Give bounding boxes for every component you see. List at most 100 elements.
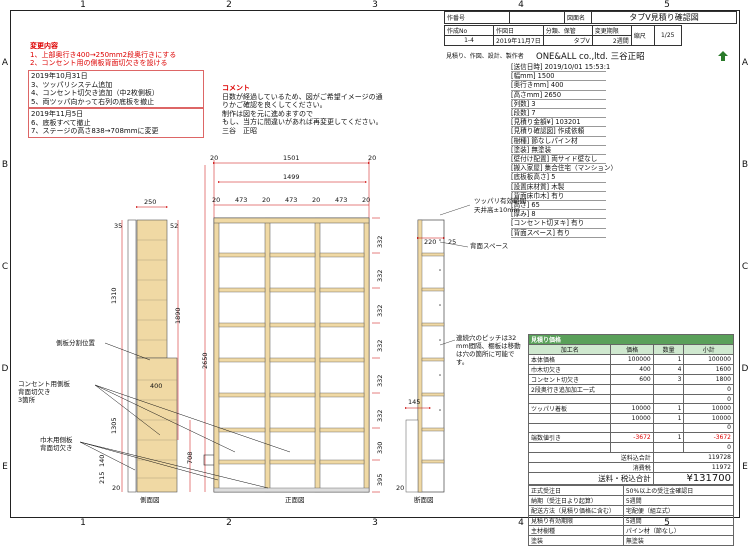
spec-line: [見積り金額¥] 103201	[511, 118, 606, 128]
change-heading: 変更内容	[30, 42, 58, 50]
leader-lines	[79, 342, 291, 489]
drawing-name: タブV見積り確認図	[591, 11, 737, 24]
grand-total-label: 送料・税込合計	[528, 471, 654, 485]
comment-box: コメント 日数が経過しているため、図がご希望イメージの通 りかご確認を良くしてく…	[222, 84, 422, 135]
front-top-board	[213, 217, 370, 224]
spec-line: [搬入家屋] 集合住宅（マンション）	[511, 164, 618, 174]
dim-label: 145	[408, 398, 420, 406]
company-logo-icon	[716, 47, 730, 61]
outlet-cutout-icon	[203, 454, 215, 466]
front-side-panel	[213, 217, 220, 493]
dim-label: 20	[212, 196, 220, 204]
note-tsuppari: ツッパリ有効範囲	[474, 196, 526, 205]
dim-label: 395	[376, 474, 384, 486]
dim-label: 473	[285, 196, 297, 204]
grid-row-c: C	[1, 262, 9, 272]
section-back-panel	[417, 219, 423, 493]
change-item: 6、底板すべて撤止	[31, 118, 91, 127]
front-shelves	[218, 252, 365, 465]
grid-row-e-right: E	[742, 462, 748, 472]
change-item: 1、上部奥行き400→250mm2段奥行きにする	[30, 50, 177, 59]
section-body	[417, 219, 445, 493]
spec-line: [設置床材質] 木製	[511, 183, 606, 192]
dim-label: 1305	[110, 417, 118, 434]
grid-column-1: 1	[80, 0, 86, 10]
dim-label: 332	[376, 236, 384, 248]
change-item: 2、コンセント用の側板背面切欠きを設ける	[30, 59, 168, 67]
grid-row-a-right: A	[741, 58, 749, 68]
comment-line: もし、当方に間違いがあれば再変更してください。	[222, 118, 383, 126]
estimate-row: 0	[527, 422, 734, 434]
title-sub-caption: 見積り、作図、設計、製作者	[446, 53, 524, 60]
grid-column-3-bottom: 3	[372, 518, 378, 528]
estimate-row: 0	[527, 393, 734, 405]
dim-label: 1890	[174, 307, 182, 324]
dim-label: 400	[150, 382, 162, 390]
grid-column-4: 4	[518, 0, 524, 10]
grid-row-c-right: C	[741, 262, 749, 272]
spec-line: [奥行きmm] 400	[511, 81, 606, 91]
spec-list: [送信日時] 2019/10/01 15:53:1 [幅mm] 1500 [奥行…	[511, 63, 618, 238]
scale-value: 1/25	[653, 25, 682, 46]
dim-label: 20	[396, 484, 404, 492]
sheet-value: 1-4	[444, 35, 494, 46]
note-pitch3: は穴の箇所に可能で	[456, 349, 515, 358]
dim-label: 25	[448, 238, 456, 246]
furniture-drawing: 20 1501 20 1499 20 473 20 473 20 473 20 …	[18, 154, 526, 504]
note-outlet3: 3箇所	[18, 395, 36, 404]
dim-label: 20	[312, 196, 320, 204]
dim-label: 1310	[110, 287, 118, 304]
note-outlet2: 背面切欠き	[18, 387, 51, 396]
front-baseboard	[213, 487, 370, 493]
note-side-partition: 側板分割位置	[56, 338, 96, 347]
estimate-cell	[610, 393, 654, 405]
estimate-row: 0	[527, 442, 734, 453]
grid-row-b: B	[1, 160, 9, 170]
spec-line: [列数] 3	[511, 100, 606, 110]
title-block: 作番号 図面名 タブV見積り確認図 作成No 作図日 分類、保管 変更期限 縮尺…	[444, 11, 737, 46]
note-pitch4: す。	[456, 358, 468, 366]
dim-label: 215	[98, 472, 106, 484]
dim-label: 473	[235, 196, 247, 204]
note-baseboard2: 背面切欠き	[40, 443, 73, 452]
side-view-wall	[127, 219, 137, 493]
dim-label: 52	[170, 222, 178, 230]
dim-label: 20	[210, 154, 218, 162]
dim-label: 332	[376, 305, 384, 317]
dim-label: 473	[335, 196, 347, 204]
note-pitch: 連続穴のピッチは32	[456, 333, 516, 342]
change-item: 4、コンセント切欠き追加（中2枚側板）	[31, 89, 159, 97]
change-notes-1105: 2019年11月5日 6、底板すべて撤止 7、ステージの高さ838→708mmに…	[28, 108, 204, 138]
comment-line: 三谷 正昭	[222, 126, 257, 135]
note-pitch2: mm間隔、棚板は移動	[456, 341, 521, 350]
grid-row-b-right: B	[741, 160, 749, 170]
spec-line: [段数] 7	[511, 109, 606, 119]
comment-line: 日数が経過しているため、図がご希望イメージの通	[222, 92, 383, 101]
spec-line: [見積り確認図] 作成依頼	[511, 127, 606, 137]
dim-label: 20	[362, 196, 370, 204]
dim-label: 250	[144, 198, 156, 206]
grid-row-e: E	[2, 462, 8, 472]
side-lower-panel	[136, 357, 178, 493]
comment-heading: コメント	[222, 84, 250, 92]
front-divider-panel	[264, 217, 271, 493]
dim-label: 2650	[201, 352, 209, 369]
grand-total-value: ¥131700	[652, 471, 735, 485]
note-baseboard: 巾木用側板	[40, 435, 73, 444]
spec-line: [コンセント切ヌキ] 有り	[511, 219, 606, 229]
front-view-label: 正面図	[285, 496, 305, 504]
estimate-cell: 0	[683, 442, 734, 453]
spec-line: [背面スペース] 有り	[511, 229, 606, 238]
estimate-cell	[610, 442, 654, 453]
spec-line: [送信日時] 2019/10/01 15:53:1	[511, 63, 611, 73]
change-date: 2019年11月5日	[31, 110, 84, 118]
front-side-panel	[363, 217, 370, 493]
front-frame	[213, 217, 370, 493]
detail-cell: 塗装	[528, 534, 624, 546]
section-view-label: 断面図	[414, 495, 434, 504]
side-view-label: 側面図	[140, 496, 160, 504]
estimate-cell	[652, 422, 685, 434]
change-date: 2019年10月31日	[31, 72, 88, 80]
change-notes-1031: 2019年10月31日 3、ツッパリシステム追加 4、コンセント切欠き追加（中2…	[28, 70, 204, 108]
comment-line: 制作は図を元に進めますので	[222, 109, 313, 118]
